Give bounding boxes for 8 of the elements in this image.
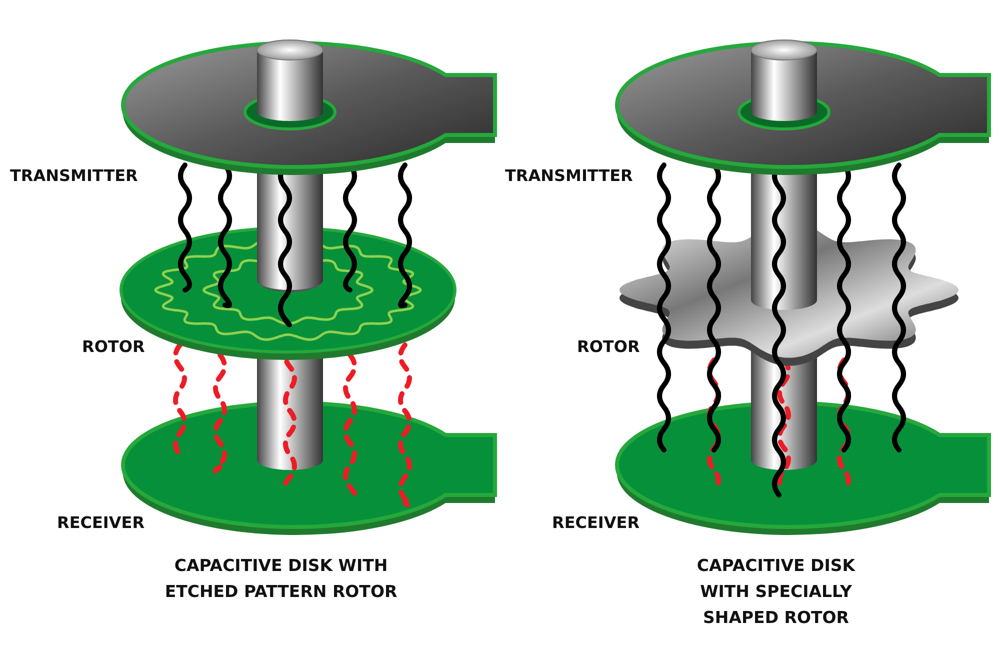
part-label: ROTOR [577,337,640,356]
part-label: RECEIVER [57,513,145,532]
caption: CAPACITIVE DISK WITH ETCHED PATTERN ROTOR [164,555,398,603]
part-label: RECEIVER [552,513,640,532]
caption: CAPACITIVE DISK WITH SPECIALLY SHAPED ROTOR [696,555,856,629]
part-label: ROTOR [82,337,145,356]
part-label: TRANSMITTER [10,166,138,185]
part-label: TRANSMITTER [505,166,633,185]
